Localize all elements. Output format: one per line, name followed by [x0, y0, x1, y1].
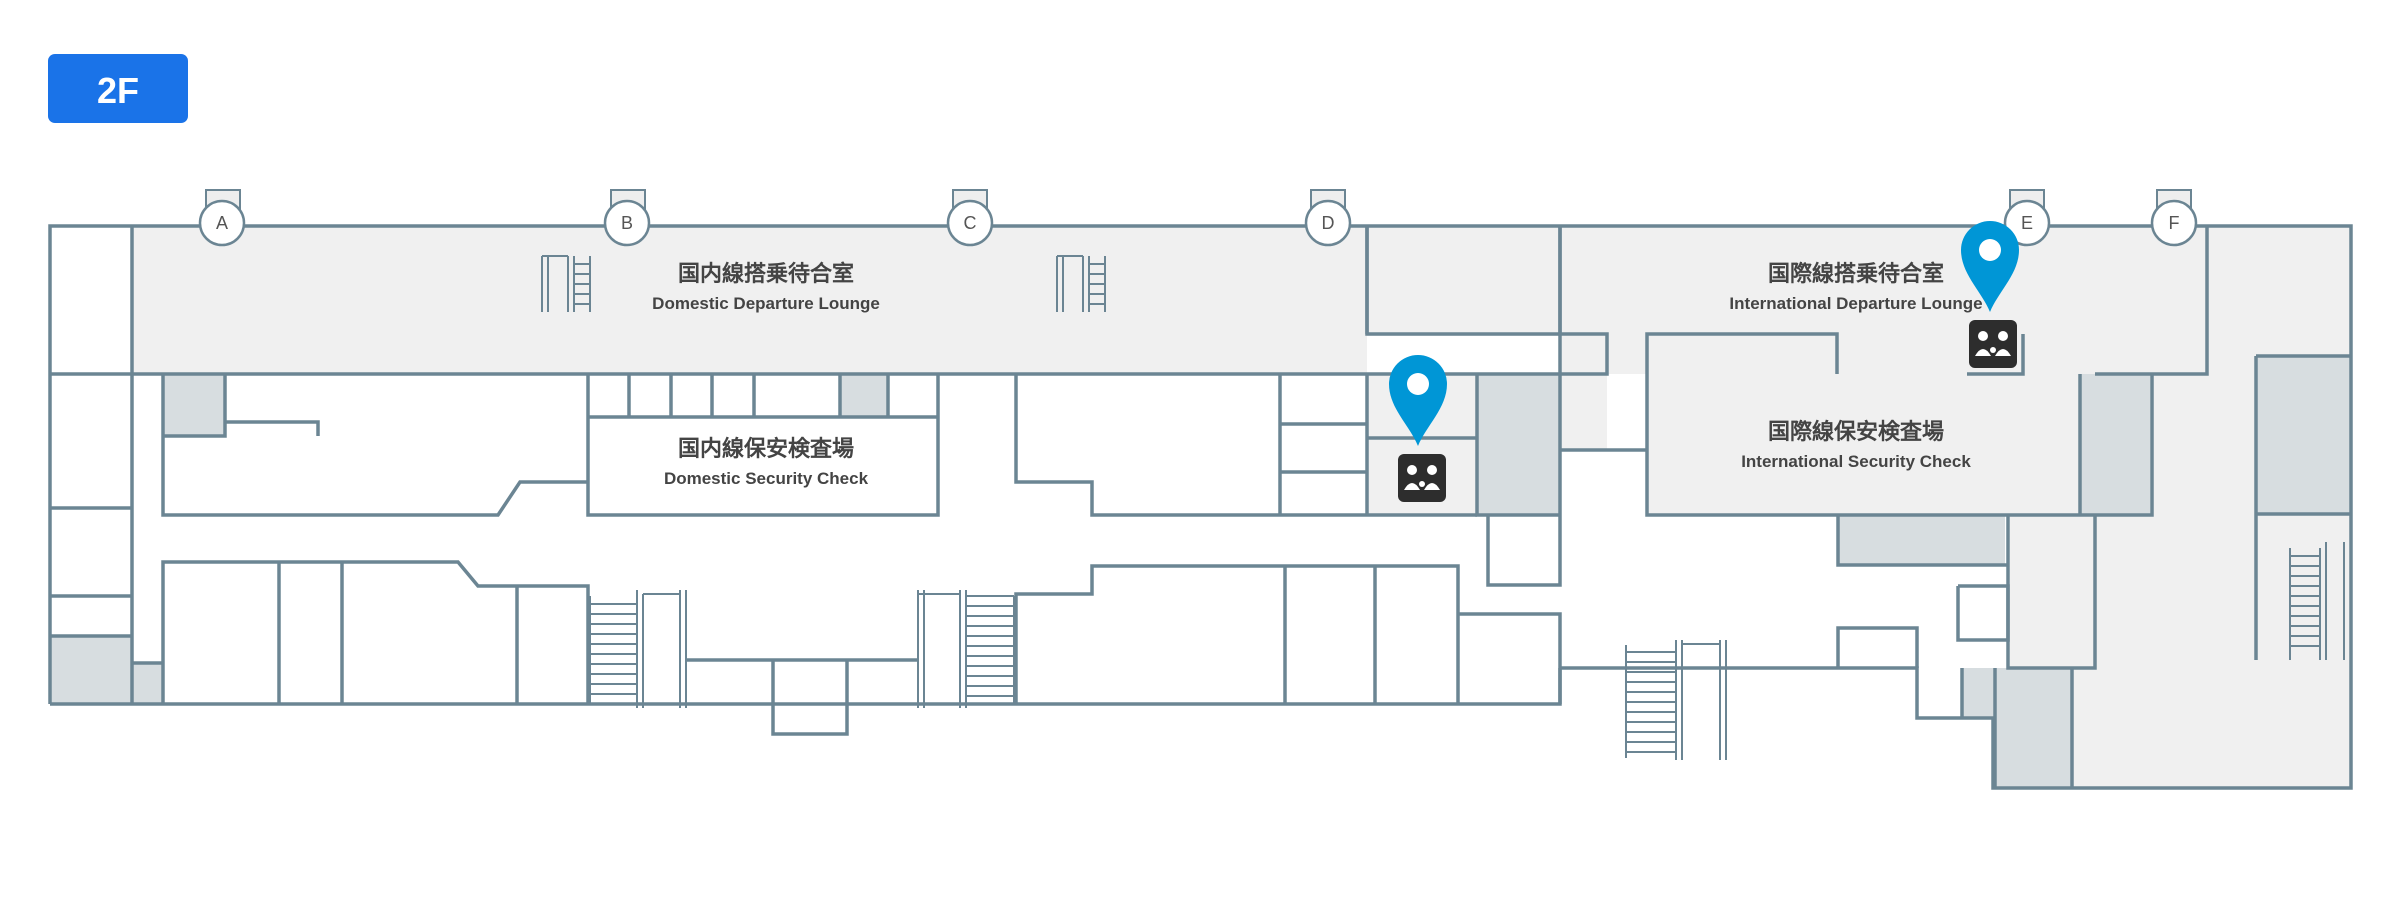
- gate-connectors: [205, 189, 2192, 227]
- stairs-bottom-1: [589, 590, 687, 708]
- family-icon[interactable]: [1969, 320, 2017, 368]
- stairs-domestic-2: [1056, 255, 1106, 312]
- gate-e-circle: [2003, 199, 2051, 247]
- gate-c[interactable]: C: [946, 199, 994, 247]
- international-security-check-en: International Security Check: [1741, 452, 1971, 471]
- location-pin-icon[interactable]: [1389, 355, 1447, 446]
- gate-a[interactable]: A: [198, 199, 246, 247]
- gate-d-label: D: [1322, 213, 1335, 233]
- location-pin-icon[interactable]: [1961, 221, 2019, 312]
- domestic-departure-lounge-jp: 国内線搭乗待合室: [678, 261, 854, 287]
- international-departure-lounge-en: International Departure Lounge: [1729, 294, 1982, 313]
- domestic-departure-lounge[interactable]: 国内線搭乗待合室 Domestic Departure Lounge: [652, 261, 880, 313]
- domestic-security-check-jp: 国内線保安検査場: [678, 436, 854, 462]
- international-security-check[interactable]: 国際線保安検査場 International Security Check: [1741, 419, 1971, 471]
- stairs-bottom-3: [1625, 640, 1727, 760]
- floor-label: 2F: [96, 69, 139, 111]
- gate-d[interactable]: D: [1304, 199, 1352, 247]
- lounge-fills: [132, 226, 2351, 788]
- gate-f[interactable]: F: [2150, 199, 2198, 247]
- family-icon[interactable]: [1398, 454, 1446, 502]
- gate-a-label: A: [216, 213, 228, 233]
- gate-f-label: F: [2169, 213, 2180, 233]
- gate-e-label: E: [2021, 213, 2033, 233]
- gate-c-label: C: [964, 213, 977, 233]
- international-departure-lounge-jp: 国際線搭乗待合室: [1768, 261, 1944, 287]
- restricted-zones: [50, 356, 2351, 788]
- gate-e[interactable]: E: [2003, 199, 2051, 247]
- domestic-departure-lounge-en: Domestic Departure Lounge: [652, 294, 880, 313]
- gate-a-circle: [198, 199, 246, 247]
- stairs-domestic-1: [541, 255, 591, 312]
- gate-f-circle: [2150, 199, 2198, 247]
- international-departure-lounge[interactable]: 国際線搭乗待合室 International Departure Lounge: [1729, 261, 1982, 313]
- gate-b-circle: [603, 199, 651, 247]
- floor-badge[interactable]: 2F: [48, 54, 188, 123]
- stairs-bottom-2: [917, 590, 1015, 708]
- international-security-check-jp: 国際線保安検査場: [1768, 419, 1944, 445]
- gate-c-circle: [946, 199, 994, 247]
- domestic-security-check-en: Domestic Security Check: [664, 469, 869, 488]
- walls: [48, 224, 2353, 790]
- stairs-right: [2289, 542, 2345, 660]
- domestic-security-check[interactable]: 国内線保安検査場 Domestic Security Check: [664, 436, 869, 488]
- gate-b-label: B: [621, 213, 633, 233]
- gate-d-circle: [1304, 199, 1352, 247]
- gate-b[interactable]: B: [603, 199, 651, 247]
